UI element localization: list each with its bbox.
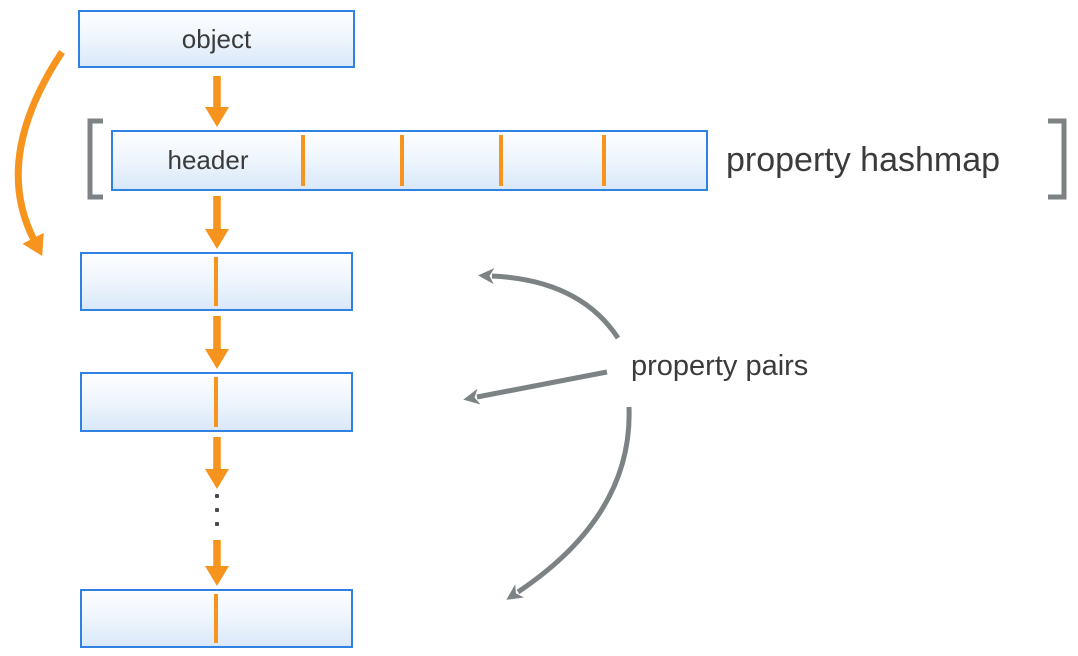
gray-arrow-to-pair2-icon [463,369,608,405]
hashmap-slot-divider [602,135,606,186]
object-box: object [78,10,355,68]
ellipsis-dot [215,522,219,526]
gray-arrow-to-pair3-icon [506,406,632,600]
curved-arrow-object-to-pair1-icon [14,50,65,257]
property-hashmap-box: header [111,130,708,191]
object-label: object [181,23,252,54]
right-bracket-icon [1048,118,1067,200]
ellipsis-dot [215,494,219,498]
hashmap-slot-divider [400,135,404,186]
property-pairs-label: property pairs [631,350,809,382]
left-bracket-icon [87,118,103,200]
ellipsis-dots [215,494,219,536]
property-hashmap-label: property hashmap [726,141,1001,179]
hashmap-slot-divider [301,135,305,186]
property-pair-box-3 [80,589,353,648]
gray-arrow-to-pair1-icon [478,268,621,340]
pair-divider [214,257,218,306]
ellipsis-dot [215,508,219,512]
property-pair-box-1 [80,252,353,311]
pair-divider [214,377,218,427]
hashmap-slot-divider [499,135,503,186]
pair-divider [214,594,218,643]
property-pair-box-2 [80,372,353,432]
header-cell-label: header [167,145,249,175]
